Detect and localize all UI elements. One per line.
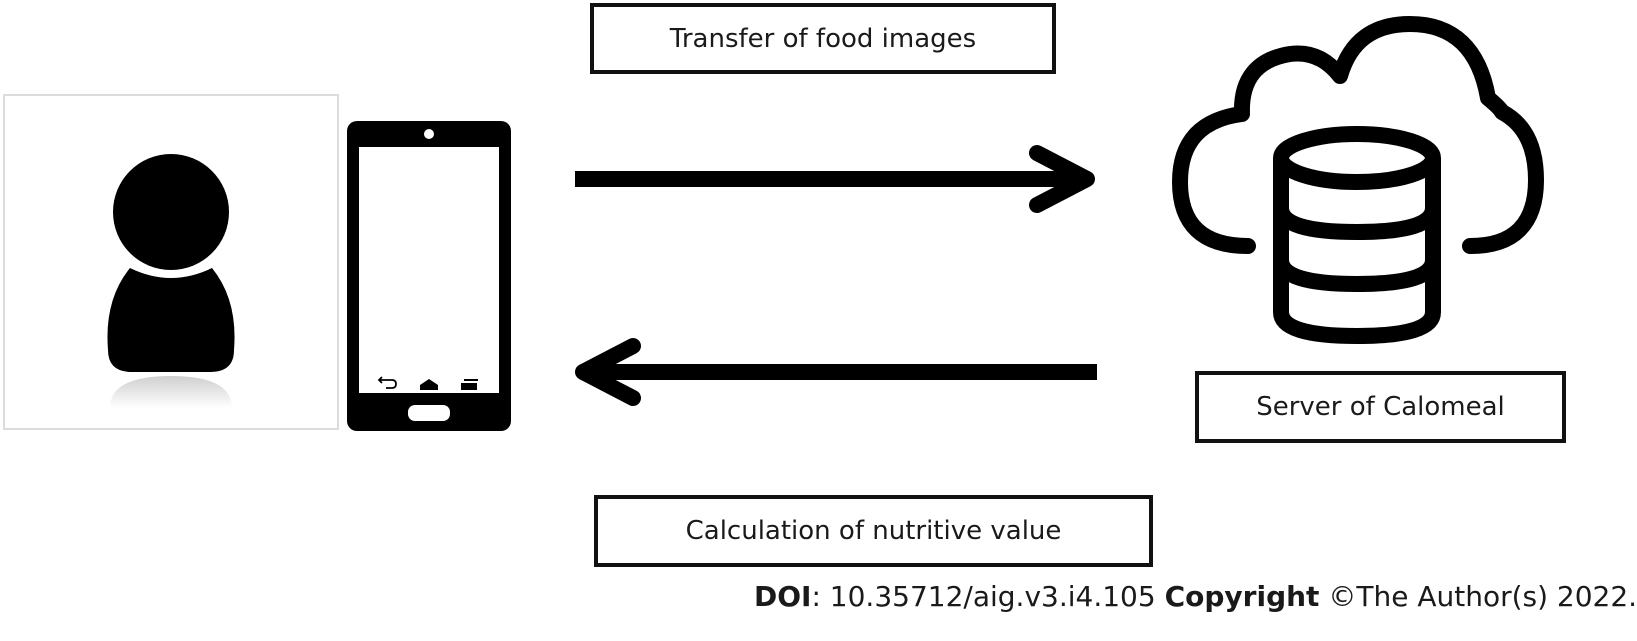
server-label: Server of Calomeal [1195, 371, 1566, 443]
copyright-label: Copyright [1164, 580, 1320, 613]
doi-label: DOI [754, 580, 812, 613]
arrow-left-icon [575, 338, 1097, 406]
smartphone-icon [347, 121, 511, 431]
copyright-value: ©The Author(s) 2022. [1319, 580, 1637, 613]
user-icon [107, 154, 235, 408]
cloud-database-icon [1172, 16, 1544, 345]
doi-value: : 10.35712/aig.v3.i4.105 [811, 580, 1165, 613]
transfer-label: Transfer of food images [590, 3, 1056, 74]
arrow-right-icon [575, 145, 1095, 213]
footer-citation: DOI: 10.35712/aig.v3.i4.105 Copyright ©T… [754, 580, 1637, 613]
calculation-label: Calculation of nutritive value [594, 495, 1153, 567]
